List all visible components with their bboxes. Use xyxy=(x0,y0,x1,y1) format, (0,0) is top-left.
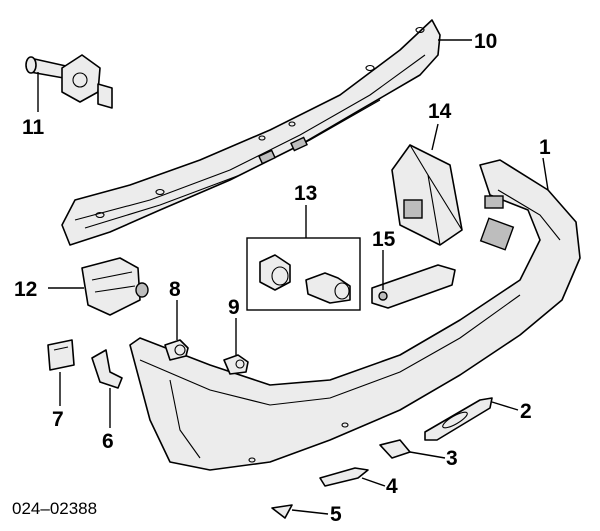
part-13-sensor-a xyxy=(259,254,291,291)
part-13-enclosure xyxy=(246,237,361,311)
part-8-sensor xyxy=(164,339,189,361)
part-7-plate xyxy=(47,339,75,371)
callout-14: 14 xyxy=(428,100,452,123)
part-13-sensor-b xyxy=(305,272,351,304)
part-3-clip xyxy=(379,439,411,459)
diagram-reference-number: 024–02388 xyxy=(12,499,97,518)
callout-2: 2 xyxy=(520,400,532,423)
callout-1: 1 xyxy=(539,136,551,159)
callout-7: 7 xyxy=(52,408,64,431)
callout-13: 13 xyxy=(294,182,317,205)
part-11-mounting-bolt xyxy=(25,54,113,109)
part-5-cap xyxy=(271,504,293,519)
callout-10: 10 xyxy=(474,30,497,53)
part-2-reflector xyxy=(424,397,493,441)
callout-4: 4 xyxy=(386,475,398,498)
callout-labels: 1 2 3 4 5 6 7 8 9 10 11 12 13 14 15 xyxy=(14,30,551,526)
part-12-bracket xyxy=(81,257,149,316)
leader-lines xyxy=(37,39,549,515)
part-13-sensor-group xyxy=(246,237,361,311)
callout-5: 5 xyxy=(330,503,342,526)
part-1-bumper-cover xyxy=(129,159,581,471)
part-9-sensor xyxy=(223,354,249,375)
part-4-strip xyxy=(319,467,369,487)
callout-11: 11 xyxy=(22,116,45,139)
callout-9: 9 xyxy=(228,296,240,319)
part-6-bracket xyxy=(91,349,123,389)
callout-8: 8 xyxy=(169,278,181,301)
callout-6: 6 xyxy=(102,430,114,453)
part-14-control-module xyxy=(391,144,463,246)
callout-15: 15 xyxy=(372,228,396,251)
part-10-bumper-carrier xyxy=(61,19,441,246)
part-15-pad xyxy=(371,264,456,309)
callout-12: 12 xyxy=(14,278,37,301)
callout-3: 3 xyxy=(446,447,458,470)
